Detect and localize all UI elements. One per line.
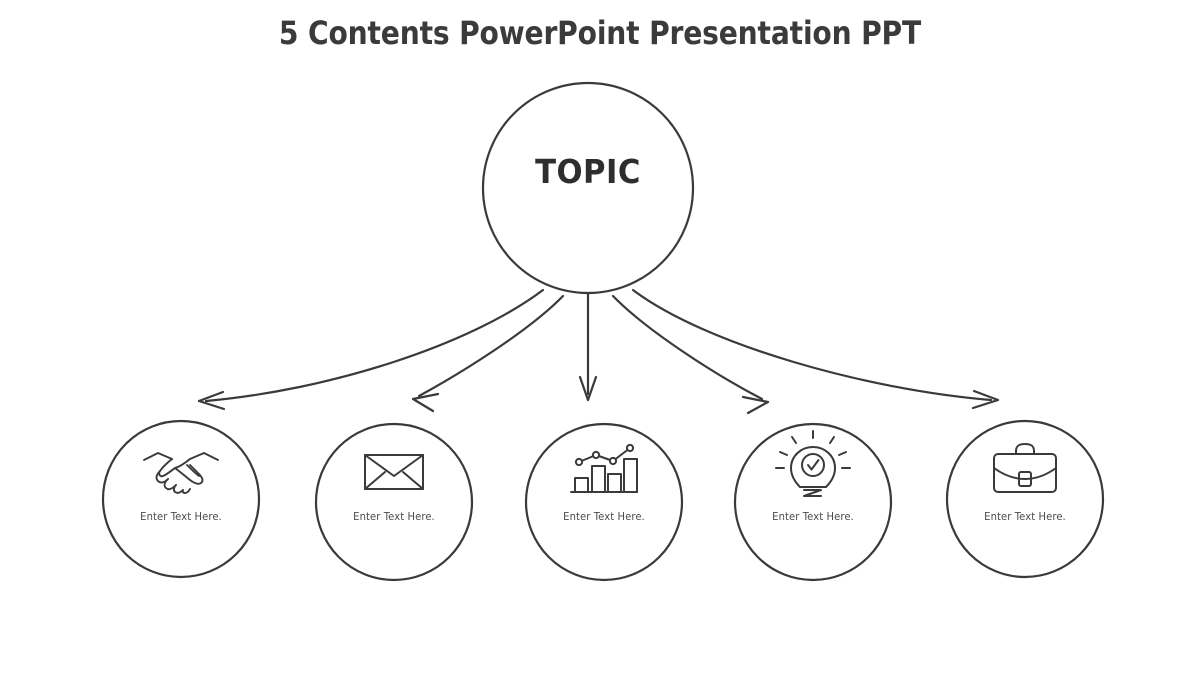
- connector-to-node-4: [611, 294, 770, 415]
- node-label-1: Enter Text Here.: [140, 511, 222, 523]
- connector-to-node-2: [411, 294, 565, 413]
- node-circle-4[interactable]: [733, 422, 893, 582]
- hub-label: TOPIC: [535, 152, 641, 191]
- node-circle-1[interactable]: [101, 419, 261, 579]
- briefcase-icon: [993, 443, 1057, 493]
- node-label-3: Enter Text Here.: [563, 511, 645, 523]
- handshake-icon: [143, 452, 219, 494]
- page-title: 5 Contents PowerPoint Presentation PPT: [278, 14, 922, 52]
- node-circle-5[interactable]: [945, 419, 1105, 579]
- node-label-5: Enter Text Here.: [984, 511, 1066, 523]
- node-circle-2[interactable]: [314, 422, 474, 582]
- connector-to-node-3: [578, 292, 598, 402]
- node-label-2: Enter Text Here.: [353, 511, 435, 523]
- connector-to-node-5: [631, 288, 1000, 410]
- bar-chart-icon: [570, 443, 638, 493]
- lightbulb-check-icon: [775, 430, 851, 497]
- envelope-icon: [364, 454, 424, 490]
- node-circle-3[interactable]: [524, 422, 684, 582]
- connector-to-node-1: [197, 288, 545, 411]
- node-label-4: Enter Text Here.: [772, 511, 854, 523]
